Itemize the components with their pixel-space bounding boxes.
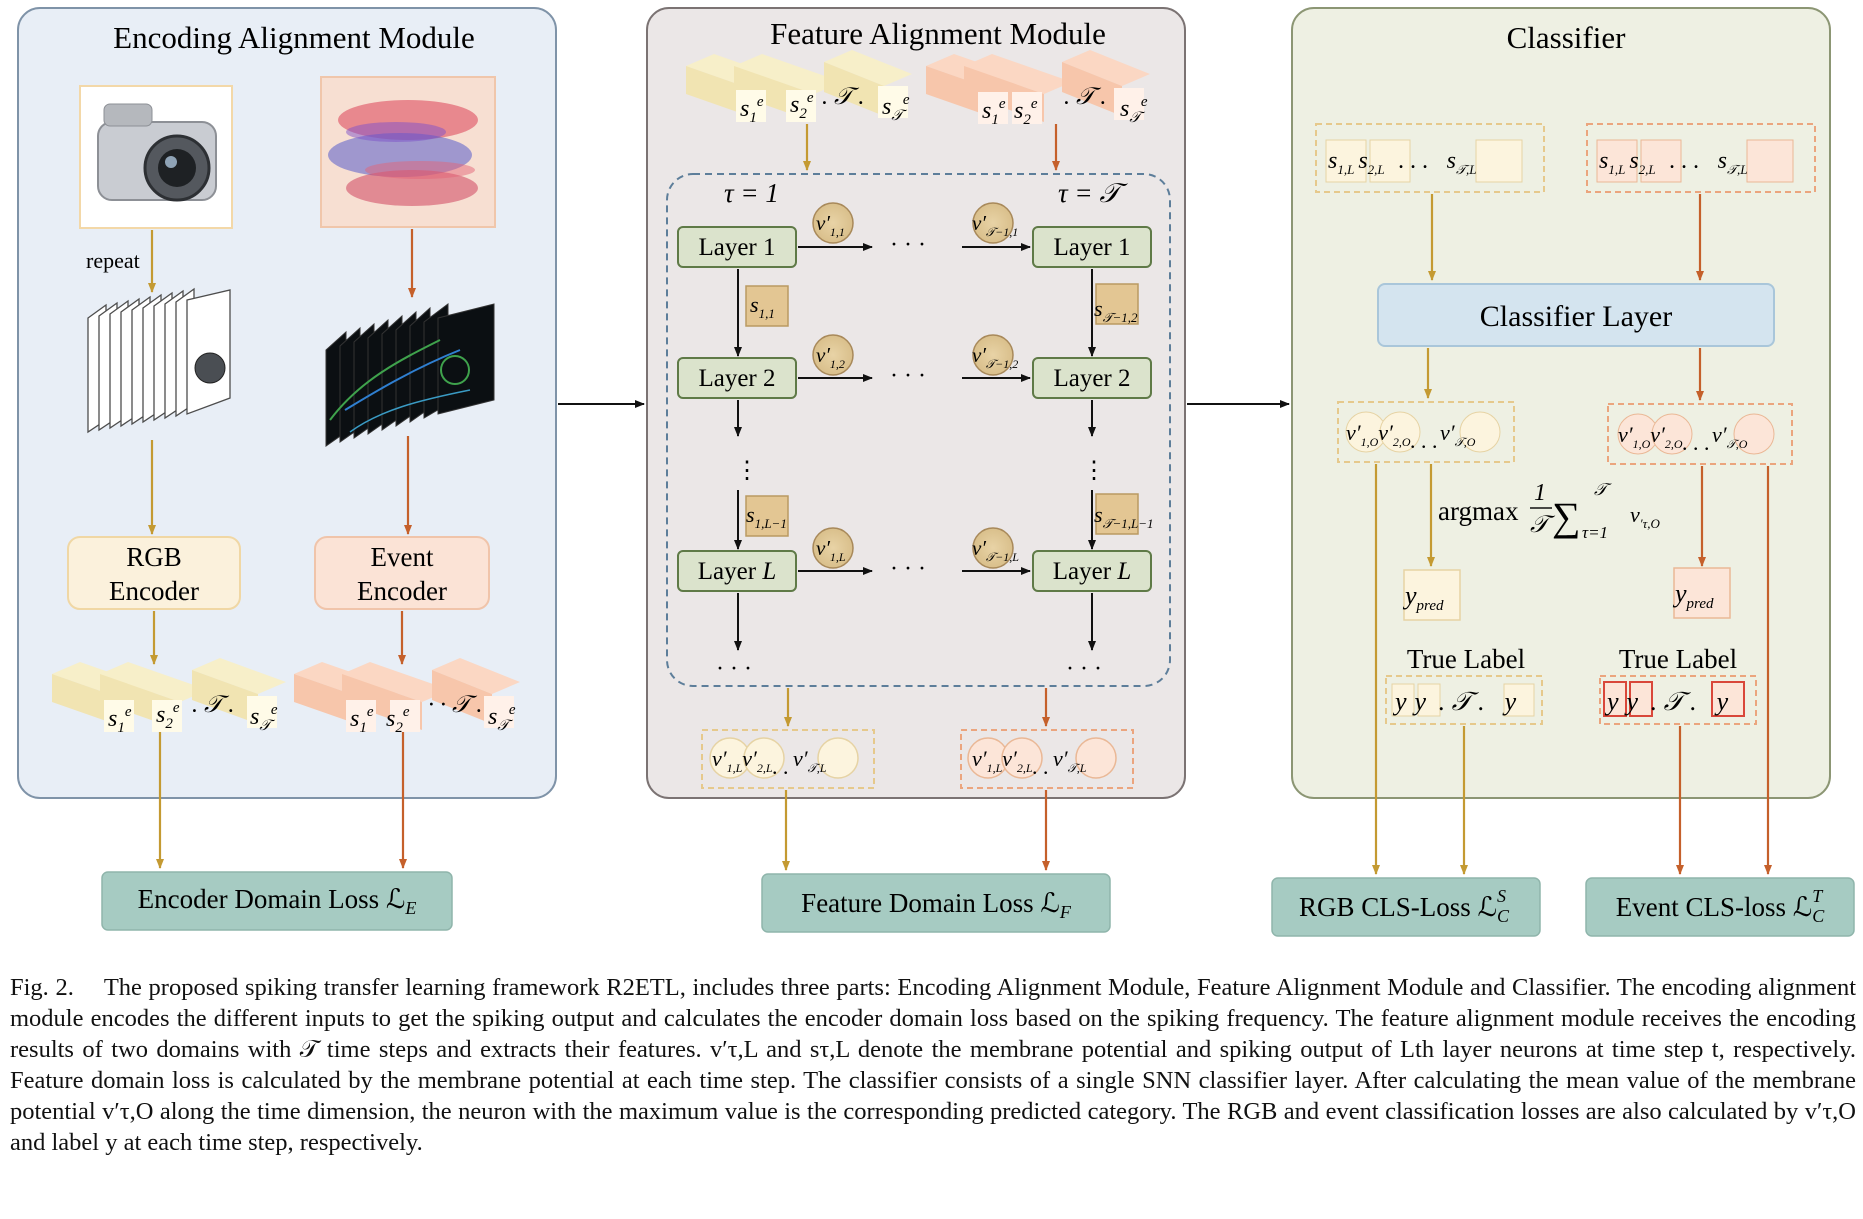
argmax-frac-num: 1 xyxy=(1534,480,1546,506)
event-encoder-box xyxy=(314,536,490,610)
classifier-title: Classifier xyxy=(1507,20,1626,55)
left-vdots: ⋮ xyxy=(735,458,759,484)
feature-title: Feature Alignment Module xyxy=(770,16,1106,51)
rgb-camera-image xyxy=(79,85,233,229)
argmax-label: argmax xyxy=(1438,496,1519,526)
feature-event-input-blocks xyxy=(926,50,1150,124)
layer2-right-label: Layer 2 xyxy=(1053,365,1130,392)
encoding-title: Encoding Alignment Module xyxy=(113,20,475,55)
event-image xyxy=(320,76,496,228)
left-bottom-dots: · · · xyxy=(716,656,752,682)
feature-panel xyxy=(646,7,1186,799)
rgb-cls-loss: RGB CLS-Loss ℒCS xyxy=(1299,886,1510,926)
repeated-frames xyxy=(87,287,231,434)
argmax-sum: ∑ xyxy=(1552,494,1581,539)
layerL-left xyxy=(677,550,797,592)
rgb-spike-dots: . 𝒯 . xyxy=(192,692,234,718)
caption-text: The proposed spiking transfer learning f… xyxy=(10,974,1856,1156)
layerL-right xyxy=(1032,550,1152,592)
cls-rgb-spikes-box xyxy=(1315,123,1545,193)
feat-rgb-out-box xyxy=(701,729,875,789)
snn-time-unroll-box xyxy=(666,173,1171,687)
rgb-cls-loss-box xyxy=(1271,877,1541,937)
rgb-encoder-line1: RGB xyxy=(126,542,182,572)
figure-number: Fig. 2. xyxy=(10,974,74,1001)
cls-event-out-box xyxy=(1607,403,1793,465)
event-encoder-line2: Encoder xyxy=(357,576,447,606)
classifier-layer-box xyxy=(1377,283,1775,347)
rgb-spike-blocks xyxy=(52,658,286,732)
layerL-left-label: Layer L xyxy=(698,558,776,585)
cls-event-spikes-box xyxy=(1586,123,1816,193)
event-pred-box xyxy=(1673,567,1731,619)
argmax-sum-bottom: τ=1 xyxy=(1582,523,1608,542)
feat-event-dots: . 𝒯 . xyxy=(1064,84,1106,110)
event-cls-loss: Event CLS-loss ℒCT xyxy=(1616,886,1825,926)
right-vdots: ⋮ xyxy=(1082,458,1106,484)
feat-event-out-box xyxy=(960,729,1134,789)
tau-start: τ = 1 xyxy=(724,178,779,208)
spike-squares xyxy=(745,283,1139,537)
event-pred: ypred xyxy=(1672,579,1714,612)
feature-domain-loss-box xyxy=(761,873,1111,933)
rgb-pred-box xyxy=(1403,569,1461,621)
layer1-right-label: Layer 1 xyxy=(1053,234,1130,261)
rgb-encoder-line2: Encoder xyxy=(109,576,199,606)
layer1-left xyxy=(677,226,797,268)
feature-rgb-input-blocks xyxy=(686,50,912,122)
architecture-diagram: Encoding Alignment Module Feature Alignm… xyxy=(17,7,1855,937)
tau-end: τ = 𝒯 xyxy=(1058,178,1128,208)
layer1-left-label: Layer 1 xyxy=(698,234,775,261)
figure-caption: Fig. 2.The proposed spiking transfer lea… xyxy=(10,972,1856,1158)
layer2-left-label: Layer 2 xyxy=(698,365,775,392)
layerL-right-label: Layer L xyxy=(1053,558,1131,585)
event-labels-box xyxy=(1599,675,1757,725)
h-dots-2: · · · xyxy=(890,363,926,389)
h-dots-1: · · · xyxy=(890,232,926,258)
right-bottom-dots: · · · xyxy=(1066,656,1102,682)
layer2-left xyxy=(677,357,797,399)
rgb-labels-box xyxy=(1385,675,1543,725)
encoder-domain-loss-box xyxy=(101,871,453,931)
repeat-label: repeat xyxy=(86,248,140,273)
cls-rgb-out-box xyxy=(1337,401,1515,463)
layer1-right xyxy=(1032,226,1152,268)
event-spike-dots: · · 𝒯 . xyxy=(428,692,482,718)
event-frames xyxy=(325,303,495,447)
feat-rgb-dots: . 𝒯 . xyxy=(822,84,864,110)
event-cls-loss-box xyxy=(1585,877,1855,937)
event-spike-blocks xyxy=(294,658,520,732)
rgb-encoder-box xyxy=(67,536,241,610)
event-encoder-line1: Event xyxy=(371,542,434,572)
feature-domain-loss: Feature Domain Loss ℒF xyxy=(801,888,1072,922)
layer2-right xyxy=(1032,357,1152,399)
membrane-circles xyxy=(812,202,1014,569)
h-dots-L: · · · xyxy=(890,556,926,582)
rgb-true-label-title: True Label xyxy=(1407,644,1525,674)
event-true-label-title: True Label xyxy=(1619,644,1737,674)
rgb-pred: ypred xyxy=(1402,581,1444,614)
classifier-layer-label: Classifier Layer xyxy=(1480,300,1672,333)
encoder-domain-loss: Encoder Domain Loss ℒE xyxy=(138,884,417,918)
